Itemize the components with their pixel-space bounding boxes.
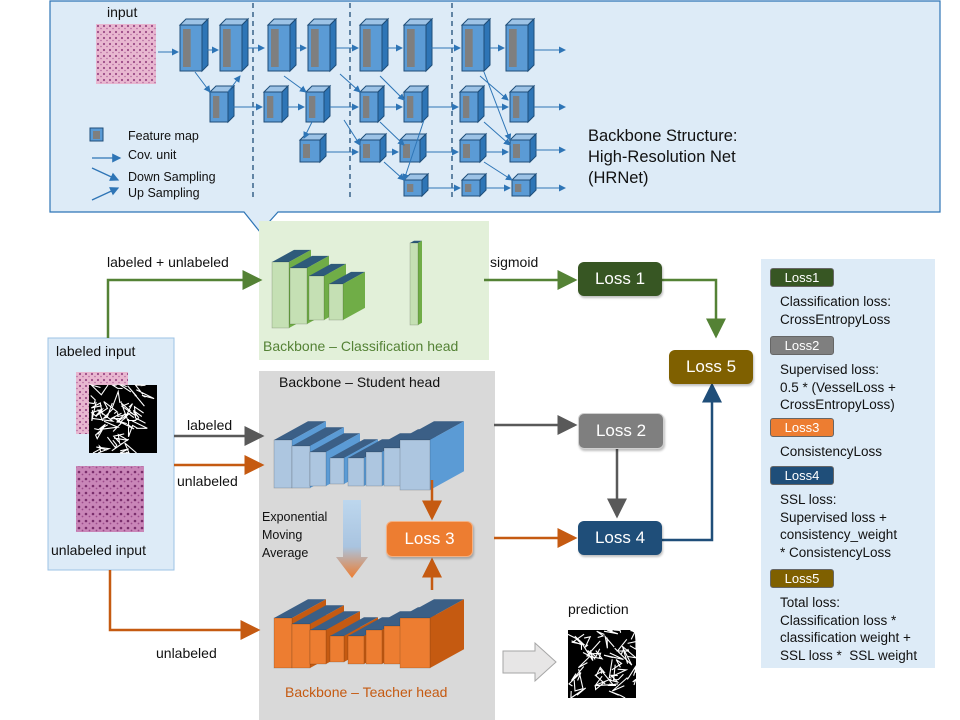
sigmoid-label: sigmoid (490, 254, 539, 270)
legend-loss3-tag: Loss3 (770, 418, 834, 437)
labeled-input-label: labeled input (56, 343, 136, 359)
input-tissue-image (96, 24, 156, 84)
legend-cov-unit: Cov. unit (128, 148, 177, 162)
unlabeled-top-label: unlabeled (177, 473, 238, 489)
prediction-arrow (502, 641, 557, 683)
loss3-box: Loss 3 (386, 521, 473, 557)
legend-loss4-tag: Loss4 (770, 466, 834, 485)
legend-down-sampling: Down Sampling (128, 170, 216, 184)
hrnet-feature-map-6 (304, 84, 332, 124)
labeled-label: labeled (187, 417, 233, 433)
ema-arrow (336, 500, 368, 578)
legend-loss2-tag: Loss2 (770, 336, 834, 355)
loss1-box: Loss 1 (578, 262, 662, 296)
unlabeled-tissue-image (76, 466, 144, 532)
hrnet-feature-map-12 (358, 132, 388, 164)
hrnet-feature-map-17 (458, 84, 486, 124)
unlabeled-input-label: unlabeled input (51, 542, 146, 558)
backbone-title-line-1: Backbone Structure: (588, 127, 738, 145)
legend-feature-map: Feature map (128, 129, 199, 143)
labeled-mask-image (88, 383, 157, 454)
arrow-loss1-to-loss5 (662, 278, 726, 339)
hrnet-feature-map-16 (504, 17, 536, 73)
classification-head-label: Backbone – Classification head (263, 338, 459, 354)
hrnet-feature-map-22 (510, 172, 538, 198)
hrnet-feature-map-2 (208, 84, 236, 124)
arrow-unlabeled-to-teacher (108, 570, 261, 640)
ema-label: Exponential Moving Average (262, 510, 328, 560)
loss-legend-panel (761, 259, 935, 668)
legend-loss1-text: Classification loss: CrossEntropyLoss (780, 294, 892, 327)
hrnet-feature-map-3 (262, 84, 290, 124)
hrnet-feature-map-7 (298, 132, 328, 164)
hrnet-feature-map-4 (266, 17, 298, 73)
student-slab-7 (399, 421, 464, 491)
legend-loss4-text: SSL loss: Supervised loss + consistency_… (780, 492, 898, 560)
hrnet-feature-map-9 (402, 17, 434, 73)
loss2-box: Loss 2 (578, 413, 664, 449)
legend-loss2-text: Supervised loss: 0.5 * (VesselLoss + Cro… (780, 362, 896, 412)
classification-blocks (271, 240, 422, 329)
student-head-label: Backbone – Student head (279, 374, 441, 390)
up-sampling-arrow-icon (91, 187, 120, 201)
hrnet-feature-map-21 (460, 172, 488, 198)
teacher-head-label: Backbone – Teacher head (285, 684, 448, 700)
hrnet-blocks (178, 17, 538, 198)
labeled-unlabeled-label: labeled + unlabeled (107, 254, 229, 270)
hrnet-feature-map-19 (458, 132, 488, 164)
arrow-input-to-classification (106, 270, 263, 338)
prediction-label: prediction (568, 601, 629, 617)
backbone-title-line-2: High-Resolution Net (588, 148, 736, 166)
input-label: input (107, 4, 138, 20)
loss5-box: Loss 5 (669, 350, 753, 384)
prediction-mask-image (567, 629, 638, 700)
hrnet-feature-map-15 (460, 17, 492, 73)
hrnet-feature-map-14 (402, 172, 430, 198)
legend-loss3-text: ConsistencyLoss (780, 444, 883, 459)
legend-up-sampling: Up Sampling (128, 186, 200, 200)
student-blocks (273, 421, 464, 491)
legend-loss5-tag: Loss5 (770, 569, 834, 588)
legend-loss5-text: Total loss: Classification loss * classi… (780, 595, 918, 663)
arrow-loss4-to-loss5 (660, 382, 722, 542)
hrnet-feature-map-8 (358, 17, 390, 73)
loss4-box: Loss 4 (578, 521, 662, 555)
hrnet-arrows (158, 44, 566, 192)
hrnet-feature-map-13 (398, 132, 428, 164)
hrnet-feature-map-10 (358, 84, 386, 124)
legend-loss1-tag: Loss1 (770, 268, 834, 287)
cls-vector (409, 240, 422, 326)
backbone-title-line-3: (HRNet) (588, 169, 649, 187)
hrnet-feature-map-0 (178, 17, 210, 73)
hrnet-feature-map-5 (306, 17, 338, 73)
backbone-title: Backbone Structure: High-Resolution Net … (588, 126, 738, 189)
hrnet-feature-map-18 (508, 84, 536, 124)
teacher-blocks (273, 599, 464, 669)
panel-legend (89, 127, 122, 201)
hrnet-feature-map-11 (402, 84, 430, 124)
teacher-slab-7 (399, 599, 464, 669)
down-sampling-arrow-icon (91, 167, 120, 181)
unlabeled-bottom-label: unlabeled (156, 645, 217, 661)
cls-slab-3 (328, 271, 365, 321)
hrnet-feature-map-20 (508, 132, 538, 164)
hrnet-feature-map-1 (218, 17, 250, 73)
